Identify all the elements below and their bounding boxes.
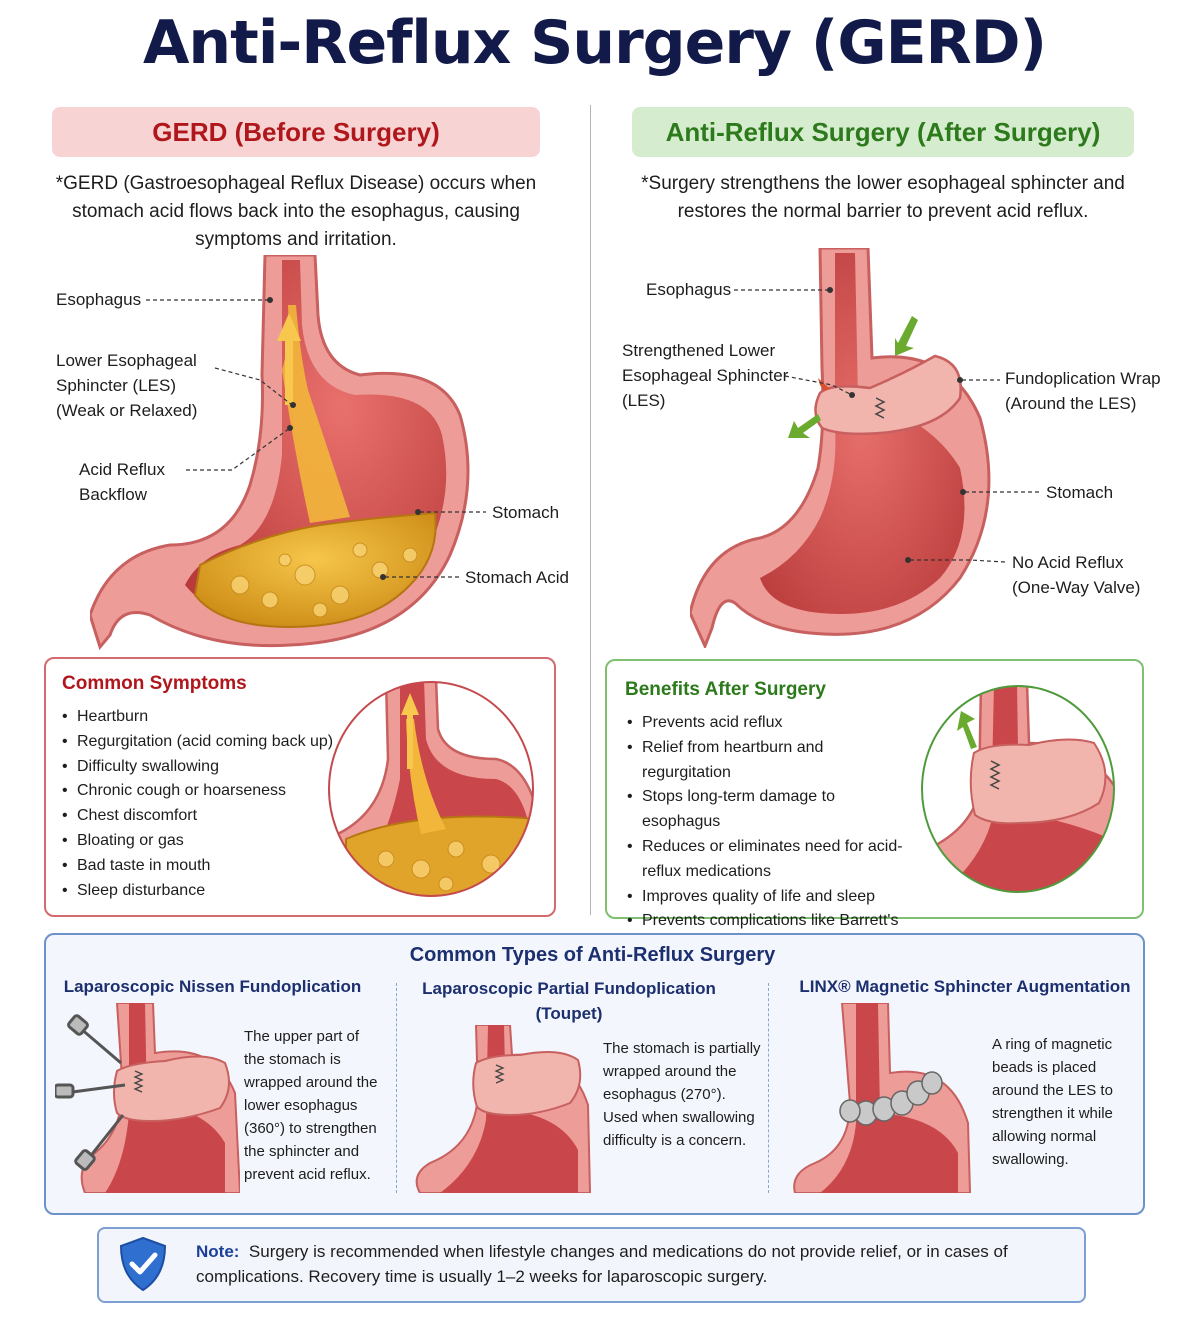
after-label-les: Strengthened Lower Esophageal Sphincter … (622, 341, 789, 410)
list-item: Heartburn (60, 705, 350, 730)
after-heading: Anti-Reflux Surgery (After Surgery) (632, 107, 1134, 157)
list-item: Prevents acid reflux (625, 711, 915, 736)
list-item: Chronic cough or hoarseness (60, 779, 350, 804)
before-label-les: Lower Esophageal Sphincter (LES) (Weak o… (56, 351, 198, 420)
symptoms-title: Common Symptoms (62, 673, 247, 694)
symptoms-panel: Common Symptoms Heartburn Regurgitation … (44, 657, 556, 917)
after-label-wrap: Fundoplication Wrap (Around the LES) (1005, 369, 1161, 413)
list-item: Regurgitation (acid coming back up) (60, 730, 350, 755)
benefits-panel: Benefits After Surgery Prevents acid ref… (605, 659, 1144, 954)
before-label-acid: Stomach Acid (465, 568, 569, 587)
reflux-closeup-image (328, 681, 534, 897)
list-item: Difficulty swallowing (60, 755, 350, 780)
note-text: Note: Surgery is recommended when lifest… (196, 1239, 1076, 1289)
type-3-description: A ring of magnetic beads is placed aroun… (992, 1036, 1113, 1168)
symptoms-list: Heartburn Regurgitation (acid coming bac… (60, 705, 350, 903)
type-1-description: The upper part of the stomach is wrapped… (244, 1028, 378, 1183)
list-item: Sleep disturbance (60, 879, 350, 904)
wrap-closeup-image (921, 685, 1115, 893)
type-2-name: Laparoscopic Partial Fundoplication (Tou… (422, 979, 716, 1023)
list-item: Improves quality of life and sleep (625, 885, 915, 910)
before-label-stomach: Stomach (492, 503, 560, 522)
type-divider (396, 983, 397, 1193)
list-item: Chest discomfort (60, 804, 350, 829)
gerd-stomach-diagram (90, 255, 470, 650)
laparoscopic-instrument-icon (55, 1014, 126, 1171)
pressure-arrow-icon (788, 316, 918, 438)
before-heading: GERD (Before Surgery) (52, 107, 540, 157)
surgery-types-title: Common Types of Anti-Reflux Surgery (409, 944, 776, 966)
note-body: Surgery is recommended when lifestyle ch… (196, 1242, 1008, 1286)
toupet-illustration (415, 1025, 592, 1193)
type-3-name: LINX® Magnetic Sphincter Augmentation (799, 977, 1131, 996)
column-divider (590, 105, 591, 915)
list-item: Bloating or gas (60, 829, 350, 854)
pressure-arrow-icon (957, 711, 977, 749)
shield-check-icon (119, 1236, 167, 1292)
list-item: Reduces or eliminates need for acid-refl… (625, 835, 915, 885)
before-label-reflux: Acid Reflux Backflow (79, 460, 165, 504)
les-arrow-icon (818, 378, 830, 391)
after-label-no-reflux: No Acid Reflux (One-Way Valve) (1012, 553, 1141, 597)
benefits-list: Prevents acid reflux Relief from heartbu… (625, 711, 915, 959)
reflux-arrow-icon (277, 313, 301, 341)
list-item: Relief from heartburn and regurgitation (625, 736, 915, 786)
page-title: Anti-Reflux Surgery (GERD) (142, 8, 1047, 78)
fundoplication-wrap (814, 354, 962, 436)
type-1-name: Laparoscopic Nissen Fundoplication (63, 977, 362, 996)
magnetic-bead-ring-icon (839, 1071, 943, 1126)
after-label-stomach: Stomach (1046, 483, 1114, 502)
type-divider (768, 983, 769, 1193)
after-description: *Surgery strengthens the lower esophagea… (641, 173, 1125, 222)
after-label-esophagus: Esophagus (646, 280, 732, 299)
type-2-description: The stomach is partially wrapped around … (603, 1040, 761, 1149)
note-panel (97, 1227, 1086, 1303)
before-label-esophagus: Esophagus (56, 290, 142, 309)
before-leader-lines (146, 297, 486, 580)
before-description: *GERD (Gastroesophageal Reflux Disease) … (55, 173, 537, 250)
linx-illustration (793, 1003, 972, 1193)
nissen-illustration (55, 1003, 240, 1193)
list-item: Stops long-term damage to esophagus (625, 785, 915, 835)
benefits-title: Benefits After Surgery (625, 679, 826, 700)
note-label: Note: (196, 1242, 240, 1261)
fundoplication-stomach-diagram (690, 248, 991, 648)
after-leader-lines (734, 287, 1040, 563)
list-item: Bad taste in mouth (60, 854, 350, 879)
